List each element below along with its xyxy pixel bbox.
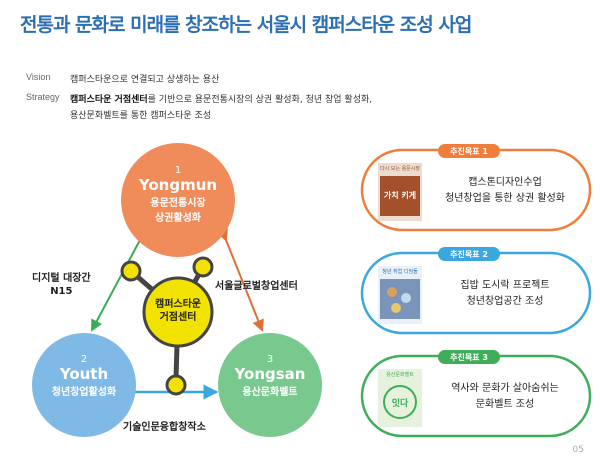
link-left-line1: 디지털 대장간 xyxy=(32,273,91,284)
circle-yongmun-text: 1 Yongmun 용문전통시장 상권활성화 xyxy=(128,165,228,224)
goal-2-tag: 추진목표 2 xyxy=(450,250,488,259)
link-left-label: 디지털 대장간 N15 xyxy=(32,272,91,298)
center-line1: 캠퍼스타운 xyxy=(155,299,201,310)
center-node xyxy=(142,276,214,348)
goal-1-thumb-photo xyxy=(380,176,420,216)
goal-3-thumb-circle xyxy=(383,385,417,419)
circle-youth-num: 2 xyxy=(80,354,88,365)
node-left xyxy=(120,260,142,282)
center-line2: 거점센터 xyxy=(159,312,197,323)
circle-yongmun-line2: 상권활성화 xyxy=(155,213,201,224)
circle-youth-text: 2 Youth 청년창업활성화 xyxy=(29,354,139,398)
circle-yongmun xyxy=(121,143,235,257)
link-bottom-label: 기술인문융합창작소 xyxy=(123,422,206,433)
circle-yongmun-name: Yongmun xyxy=(138,176,218,194)
node-right xyxy=(192,256,214,278)
goal-3-thumb-caption: 용산문화벨트 xyxy=(386,372,414,378)
strategy-text: 캠퍼스타운 거점센터를 기반으로 용문전통시장의 상권 활성화, 청년 창업 활… xyxy=(70,92,372,105)
circle-yongsan-line1: 용산문화벨트 xyxy=(242,387,298,398)
goal-3-tag-bg xyxy=(438,350,500,364)
circle-yongsan-num: 3 xyxy=(266,354,274,365)
goal-1-tag: 추진목표 1 xyxy=(450,147,488,156)
goal-2-tag-bg xyxy=(438,247,500,261)
circle-youth xyxy=(32,333,136,437)
goal-1-tag-bg xyxy=(438,144,500,158)
goal-2-text: 집밥 도시락 프로젝트 청년창업공간 조성 xyxy=(430,278,580,310)
arrow-yongmun-youth xyxy=(91,228,150,332)
goal-2-line2: 청년창업공간 조성 xyxy=(466,296,544,307)
circle-yongsan-text: 3 Yongsan 용산문화벨트 xyxy=(215,354,325,398)
goal-2-line1: 집밥 도시락 프로젝트 xyxy=(460,280,550,291)
goal-3-thumb-text: 잇다 xyxy=(391,399,409,409)
goal-3-line1: 역사와 문화가 살아숨쉬는 xyxy=(451,383,559,394)
circle-yongsan-name: Yongsan xyxy=(234,365,306,383)
strategy-line2: 용산문화벨트를 통한 캠퍼스타운 조성 xyxy=(70,111,212,121)
goal-3-text: 역사와 문화가 살아숨쉬는 문화벨트 조성 xyxy=(430,381,580,413)
circle-yongmun-line1: 용문전통시장 xyxy=(150,198,206,209)
goal-1-text: 캡스톤디자인수업 청년창업을 통한 상권 활성화 xyxy=(430,175,580,207)
strategy-line1: 를 기반으로 용문전통시장의 상권 활성화, 청년 창업 활성화, xyxy=(147,95,373,105)
node-bottom xyxy=(165,374,187,396)
circle-yongmun-num: 1 xyxy=(174,165,182,176)
goal-2-thumb-caption: 청년 취업 디딤돌 xyxy=(382,269,418,275)
vision-label: Vision xyxy=(26,72,51,82)
center-node-text: 캠퍼스타운 거점센터 xyxy=(144,298,212,324)
strategy-bold: 캠퍼스타운 거점센터 xyxy=(70,95,148,105)
circle-youth-name: Youth xyxy=(59,365,109,383)
goal-3-line2: 문화벨트 조성 xyxy=(475,399,535,410)
vision-text: 캠퍼스타운으로 연결되고 상생하는 용산 xyxy=(70,75,220,85)
arrow-yongmun-yongsan xyxy=(216,228,264,332)
strategy-label: Strategy xyxy=(26,92,60,102)
page-number: 05 xyxy=(572,445,584,455)
circle-youth-line1: 청년창업활성화 xyxy=(51,387,117,398)
goal-1-line2: 청년창업을 통한 상권 활성화 xyxy=(445,193,565,204)
goal-2-thumb-photo xyxy=(380,279,420,319)
goal-1-thumb-caption: 다시 모는 용문시장 xyxy=(380,166,420,172)
circle-yongsan xyxy=(218,333,322,437)
goal-3-tag: 추진목표 3 xyxy=(450,353,488,362)
page-title: 전통과 문화로 미래를 창조하는 서울시 캠퍼스타운 조성 사업 xyxy=(20,14,472,36)
link-left-line2: N15 xyxy=(50,286,73,297)
goal-1-line1: 캡스톤디자인수업 xyxy=(468,177,542,188)
goal-1-thumb-text: 가치 키게 xyxy=(383,191,417,200)
link-right-label: 서울글로벌창업센터 xyxy=(215,281,298,292)
